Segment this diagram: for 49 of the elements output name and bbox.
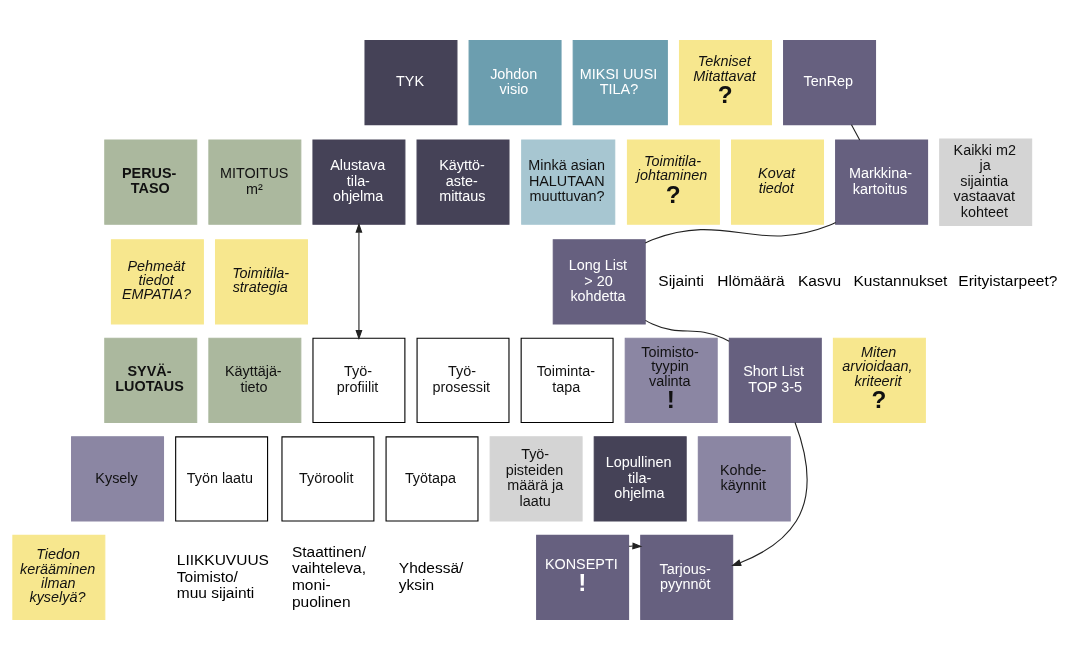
- node-label: Yhdessä/ yksin: [398, 559, 464, 593]
- connector: [644, 222, 837, 244]
- node-box: Kysely: [71, 436, 165, 522]
- label: Kasvu: [798, 271, 842, 289]
- node-box: Työ- profiilit: [312, 337, 406, 423]
- node-label: Staattinen/ vaihteleva, moni- puolinen: [291, 542, 367, 610]
- arrow: [355, 222, 363, 340]
- node-box: Kohde- käynnit: [697, 436, 791, 522]
- node-box: Työn laatu: [175, 436, 269, 522]
- node-box: Työ- pisteiden määrä ja laatu: [489, 436, 583, 522]
- node-box: Pehmeät tiedot EMPATIA?: [110, 239, 204, 325]
- node-box: TYK: [364, 39, 458, 126]
- node-box: Tarjous- pyynnöt: [640, 534, 734, 621]
- node-box: Miten arvioidaan, kriteerit ?: [832, 337, 926, 423]
- node-box: TenRep: [783, 39, 877, 126]
- node-box: KONSEPTI !: [536, 534, 630, 621]
- node-box: Toimitila- strategia: [214, 239, 308, 325]
- connector: [850, 124, 861, 141]
- node-box: Työtapa: [385, 436, 479, 522]
- label: Sijainti: [658, 271, 705, 289]
- arrow: [731, 422, 808, 567]
- node-box: Minkä asian HALUTAAN muuttuvan?: [521, 139, 616, 225]
- label: Hlömäärä: [717, 271, 785, 289]
- node-box: Short List TOP 3-5: [728, 337, 822, 423]
- node-box: Johdon visio: [468, 39, 562, 126]
- node-box: Markkina- kartoitus: [835, 139, 929, 225]
- node-box: Tekniset Mitattavat ?: [678, 39, 772, 126]
- node-box: Työroolit: [281, 436, 375, 522]
- connector: [644, 319, 730, 342]
- node-box: Työ- prosessit: [416, 337, 510, 423]
- node-label: LIIKKUVUUS Toimisto/ muu sijainti: [176, 550, 269, 602]
- node-box: Toimitila- johtaminen ?: [626, 139, 720, 225]
- node-box: Kovat tiedot: [731, 139, 824, 225]
- arrow: [628, 542, 643, 550]
- node-box: PERUS- TASO: [104, 139, 198, 225]
- node-box: Käyttö- aste- mittaus: [416, 139, 510, 225]
- node-box: Toimisto- tyypin valinta !: [624, 337, 718, 423]
- node-box: Toiminta- tapa: [520, 337, 614, 423]
- node-box: MITOITUS m²: [208, 139, 302, 225]
- node-box: MIKSI UUSI TILA?: [572, 39, 668, 126]
- node-box: Kaikki m2 ja sijaintia vastaavat kohteet: [939, 138, 1033, 226]
- node-box: Long List > 20 kohdetta: [552, 239, 646, 325]
- label: Erityistarpeet?: [958, 271, 1058, 289]
- node-box: Käyttäjä- tieto: [208, 337, 302, 423]
- node-box: Alustava tila- ohjelma: [312, 139, 406, 225]
- node-box: Tiedon kerääminen ilman kyselyä?: [12, 534, 106, 621]
- label: Kustannukset: [853, 271, 948, 289]
- node-box: SYVÄ- LUOTAUS: [104, 337, 198, 423]
- node-box: Lopullinen tila- ohjelma: [593, 436, 687, 522]
